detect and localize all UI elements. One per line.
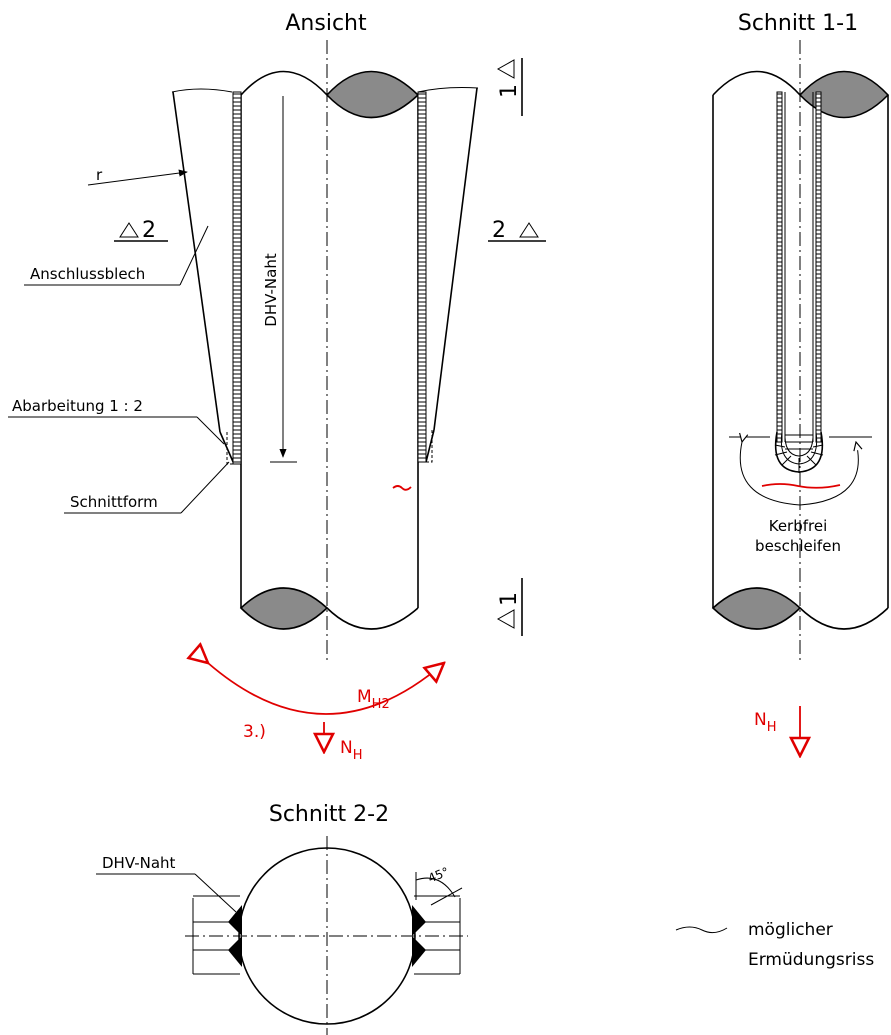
label-normal-force: NH <box>340 738 363 763</box>
tube-schnitt-1-1 <box>711 40 890 660</box>
radius-arrow <box>87 169 188 186</box>
label-schnittform: Schnittform <box>70 493 158 511</box>
radius-callout: r <box>87 166 188 186</box>
gusset-right-taper <box>425 429 435 463</box>
section-triangle-icon <box>519 222 539 238</box>
view-schnitt-2-2: Schnitt 2-2 DHV-Naht <box>96 802 468 1035</box>
section-triangle-icon <box>496 59 515 79</box>
weld-right <box>417 91 427 463</box>
weld-right-upper <box>412 905 426 936</box>
label-dhv-naht-section: DHV-Naht <box>102 854 176 872</box>
gusset-left-break <box>171 88 233 93</box>
dhv-section-callout: DHV-Naht <box>96 854 237 913</box>
crack-mark-section <box>761 483 841 489</box>
tube-top-arc <box>240 70 328 96</box>
crack-mark-ansicht <box>392 485 412 491</box>
tube-cut-bottom <box>239 587 329 630</box>
gusset-right-outer-edge <box>433 87 478 431</box>
gusset-left-outer-edge <box>172 91 221 433</box>
label-anschlussblech: Anschlussblech <box>30 265 145 283</box>
plate-section <box>774 91 824 473</box>
label-moment: MH2 <box>357 687 390 712</box>
weld-end-lines <box>785 434 813 450</box>
loads-schnitt-1-1: NH <box>754 706 800 756</box>
section-mark-2-left: 2 <box>114 218 168 243</box>
weld-right <box>815 91 822 443</box>
section-mark-1-top: 1 <box>496 58 523 116</box>
tube-cut-bottom <box>711 587 802 630</box>
legend-line-2: Ermüdungsriss <box>748 950 874 970</box>
abarbeitung-leader <box>196 416 225 445</box>
section-number: 2 <box>142 218 156 243</box>
schnittform-right <box>426 430 433 463</box>
tube-bottom-arc <box>326 607 419 630</box>
view-title-ansicht: Ansicht <box>285 11 367 36</box>
label-beschleifen: beschleifen <box>755 537 841 555</box>
legend-line-1: möglicher <box>748 920 833 940</box>
angle-callout: 45° <box>415 865 463 906</box>
anschlussblech-callout: Anschlussblech <box>24 225 209 286</box>
label-r: r <box>96 166 103 184</box>
grind-arc <box>740 442 858 506</box>
section-number: 1 <box>497 84 522 98</box>
grinding-callout: Kerbfrei beschleifen <box>729 437 872 555</box>
label-normal-force: NH <box>754 710 777 735</box>
angle-ext-incline <box>430 887 463 906</box>
gusset-left <box>171 88 242 465</box>
moment-arrow <box>208 663 444 715</box>
schnittform-leader <box>180 461 230 514</box>
section-triangle-icon <box>119 222 139 238</box>
dhv-dimension: DHV-Naht <box>262 96 297 463</box>
label-kerbfrei: Kerbfrei <box>769 517 828 535</box>
gusset-right <box>417 87 479 463</box>
section-mark-1-bottom: 1 <box>496 578 523 636</box>
tube-ansicht <box>239 40 420 660</box>
legend-crack-symbol <box>675 926 728 934</box>
weld-right-lower <box>412 936 426 967</box>
abarbeitung-callout: Abarbeitung 1 : 2 <box>8 397 225 445</box>
label-abarbeitung: Abarbeitung 1 : 2 <box>12 397 143 415</box>
section-number: 1 <box>497 592 522 606</box>
view-schnitt-1-1: Schnitt 1-1 Kerb <box>711 11 890 756</box>
view-ansicht: Ansicht <box>8 11 546 763</box>
gusset-right-break <box>417 87 479 93</box>
section-triangle-icon <box>496 609 515 629</box>
tube-bottom-arc <box>799 607 889 630</box>
dhv-section-leader <box>194 873 237 913</box>
weld-left-lower <box>228 936 242 967</box>
section-number: 2 <box>492 218 506 243</box>
legend: möglicher Ermüdungsriss <box>675 920 874 970</box>
loads-ansicht: MH2 3.) NH <box>208 663 444 763</box>
schnittform-callout: Schnittform <box>64 461 230 514</box>
tube-top-arc <box>712 70 801 96</box>
view-title-schnitt-1-1: Schnitt 1-1 <box>738 11 858 36</box>
tube-cut-top <box>325 70 420 119</box>
label-step: 3.) <box>243 722 266 742</box>
label-angle: 45° <box>426 865 451 886</box>
label-dhv-naht: DHV-Naht <box>262 253 280 327</box>
weld-left <box>232 91 242 465</box>
weld-left <box>776 91 783 443</box>
section-mark-2-right: 2 <box>488 218 546 243</box>
view-title-schnitt-2-2: Schnitt 2-2 <box>269 802 389 827</box>
dhv-welds <box>228 905 426 967</box>
weld-left-upper <box>228 905 242 936</box>
anschlussblech-leader <box>179 225 209 286</box>
weld-end-ring-2 <box>784 431 814 457</box>
